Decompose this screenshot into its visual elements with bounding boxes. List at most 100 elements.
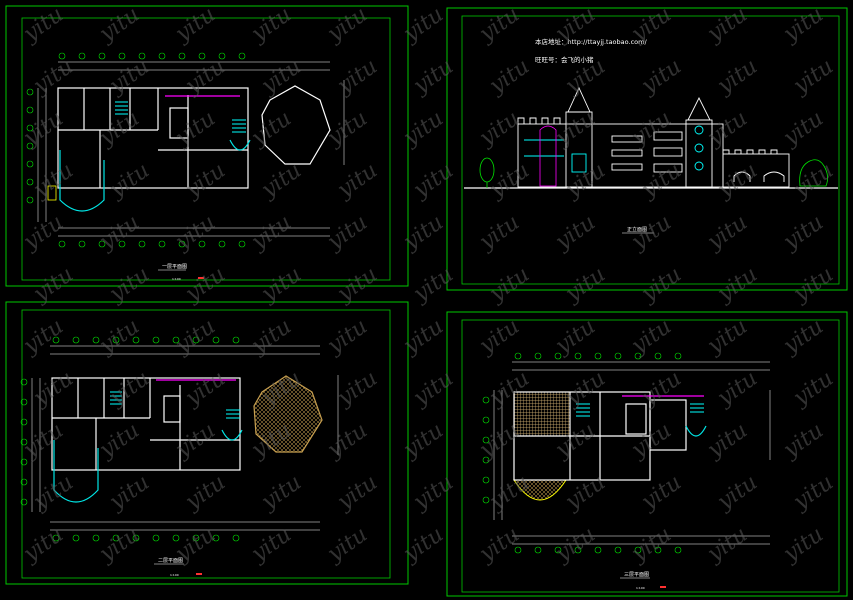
watermark-text: yitu	[246, 522, 296, 567]
watermark-text: yitu	[636, 54, 686, 99]
sheet-frame	[446, 7, 848, 291]
watermark-text: yitu	[788, 366, 838, 411]
watermark-text: yitu	[180, 366, 230, 411]
watermark-text: yitu	[180, 262, 230, 307]
entry-arch	[539, 125, 557, 187]
watermark-text: yitu	[18, 522, 68, 567]
watermark-text: yitu	[408, 262, 458, 307]
watermark-text: yitu	[702, 418, 752, 463]
sheet-title: 一层平面图	[162, 264, 187, 270]
watermark-text: yitu	[788, 470, 838, 515]
watermark-text: yitu	[550, 210, 600, 255]
watermark-text: yitu	[94, 314, 144, 359]
watermark-text: yitu	[636, 366, 686, 411]
sheet-frame	[5, 5, 409, 287]
stairs-flight	[115, 101, 246, 133]
stair-curve	[685, 425, 707, 437]
watermark-text: yitu	[94, 210, 144, 255]
watermark-text: yitu	[702, 210, 752, 255]
watermark-text: yitu	[398, 418, 448, 463]
watermark-text: yitu	[408, 366, 458, 411]
watermark-text: yitu	[474, 106, 524, 151]
watermark-text: yitu	[636, 470, 686, 515]
watermark-text: yitu	[626, 106, 676, 151]
sheet-title: 二层平面图	[158, 558, 183, 564]
watermark-text: yitu	[322, 2, 372, 47]
watermark-text: yitu	[398, 210, 448, 255]
watermark-text: yitu	[636, 158, 686, 203]
bay-window-curve	[59, 150, 105, 212]
watermark-text: yitu	[474, 2, 524, 47]
sheet-floor-plan-1: 一层平面图 1:100	[5, 5, 409, 287]
bay-window-curve	[53, 440, 99, 503]
wangwang-note: 旺旺号：会飞的小猪	[535, 55, 594, 64]
sheet-border	[21, 17, 391, 281]
sheet-elevation: 本店地址：http://ttayjj.taobao.com/ 旺旺号：会飞的小猪	[446, 7, 848, 291]
watermark-text: yitu	[626, 314, 676, 359]
watermark-text: yitu	[28, 262, 78, 307]
watermark-text: yitu	[322, 210, 372, 255]
watermark-text: yitu	[408, 158, 458, 203]
watermark-text: yitu	[170, 2, 220, 47]
scale-mark	[196, 573, 202, 575]
sheet-border	[461, 319, 840, 593]
watermark-text: yitu	[778, 418, 828, 463]
watermark-text: yitu	[256, 54, 306, 99]
shop-address-note: 本店地址：http://ttayjj.taobao.com/	[535, 37, 647, 46]
watermark-text: yitu	[398, 522, 448, 567]
watermark-text: yitu	[94, 418, 144, 463]
watermark-text: yitu	[180, 470, 230, 515]
sheet-frame	[5, 301, 409, 585]
watermark-text: yitu	[474, 522, 524, 567]
watermark-text: yitu	[778, 106, 828, 151]
elevation-building	[517, 86, 790, 188]
scale-note: 1:100	[636, 586, 645, 590]
watermark-text: yitu	[626, 210, 676, 255]
sheet-floor-plan-3: 三层平面图 1:100	[446, 311, 848, 597]
watermark-text: yitu	[246, 106, 296, 151]
watermark-text: yitu	[788, 54, 838, 99]
watermark-text: yitu	[484, 158, 534, 203]
watermark-text: yitu	[550, 522, 600, 567]
watermark-text: yitu	[94, 522, 144, 567]
sheet-floor-plan-2: 二层平面图 1:100	[5, 301, 409, 585]
watermark-text: yitu	[560, 158, 610, 203]
axis-bubbles	[26, 52, 246, 248]
dimension-lines	[37, 61, 345, 237]
watermark-text: yitu	[104, 262, 154, 307]
watermark-text: yitu	[332, 54, 382, 99]
watermark-text: yitu	[484, 470, 534, 515]
watermark-text: yitu	[560, 262, 610, 307]
watermark-text: yitu	[778, 2, 828, 47]
watermark-text: yitu	[712, 54, 762, 99]
sheet-frame	[446, 311, 848, 597]
shrub-right	[799, 159, 828, 187]
watermark-text: yitu	[180, 54, 230, 99]
watermark-text: yitu	[170, 106, 220, 151]
watermark-text: yitu	[778, 210, 828, 255]
scale-mark	[660, 586, 666, 588]
stair-curve	[229, 139, 251, 151]
watermark-text: yitu	[104, 470, 154, 515]
watermark-text: yitu	[626, 418, 676, 463]
watermark-text: yitu	[484, 262, 534, 307]
watermark-layer: yitu yitu yitu yitu yitu yitu yitu yitu yitu yitu…	[18, 2, 838, 567]
watermark-text: yitu	[332, 262, 382, 307]
watermark-text: yitu	[332, 470, 382, 515]
watermark-text: yitu	[170, 314, 220, 359]
watermark-text: yitu	[18, 106, 68, 151]
watermark-text: yitu	[104, 158, 154, 203]
watermark-text: yitu	[712, 470, 762, 515]
watermark-text: yitu	[18, 314, 68, 359]
axis-bubbles	[482, 352, 682, 554]
watermark-text: yitu	[788, 158, 838, 203]
watermark-text: yitu	[712, 366, 762, 411]
sheet-title: 正立面图	[627, 226, 647, 233]
watermark-text: yitu	[550, 314, 600, 359]
watermark-text: yitu	[474, 314, 524, 359]
watermark-text: yitu	[398, 106, 448, 151]
axis-bubbles	[20, 336, 240, 542]
scale-mark	[198, 277, 204, 279]
roof-terrace	[513, 391, 571, 437]
